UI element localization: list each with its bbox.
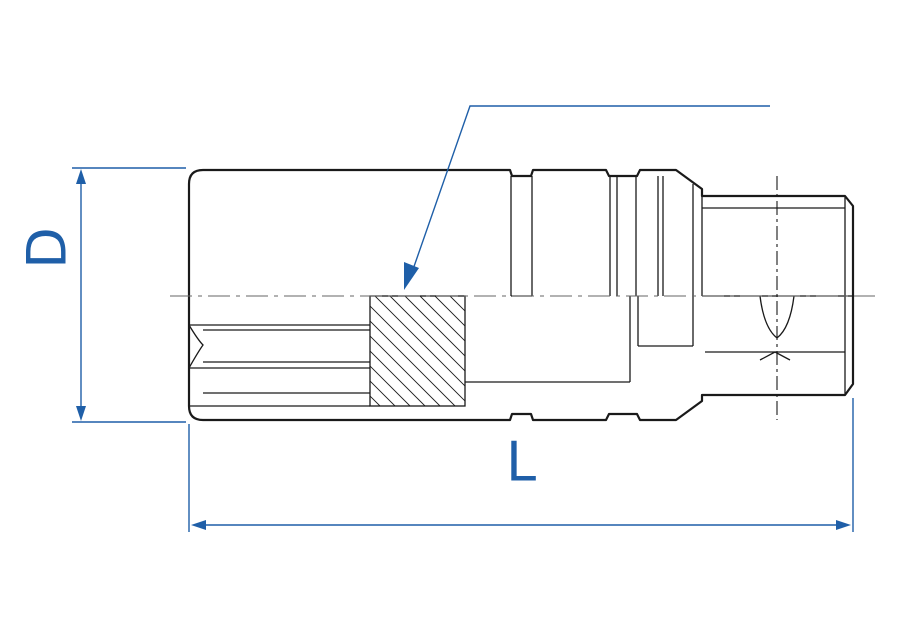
dimension-d-label: D bbox=[16, 227, 79, 269]
socket-body bbox=[187, 168, 855, 422]
dimension-d bbox=[72, 167, 186, 423]
insert-callout-leader bbox=[404, 105, 770, 290]
detent-ball-hole bbox=[759, 176, 795, 420]
hex-cavity bbox=[188, 324, 370, 407]
rubber-insert-hatched bbox=[369, 295, 466, 407]
dimension-l-label: L bbox=[506, 431, 536, 494]
dimension-l bbox=[188, 398, 854, 532]
exterior-grooves bbox=[510, 176, 703, 297]
inner-bore bbox=[465, 296, 694, 383]
